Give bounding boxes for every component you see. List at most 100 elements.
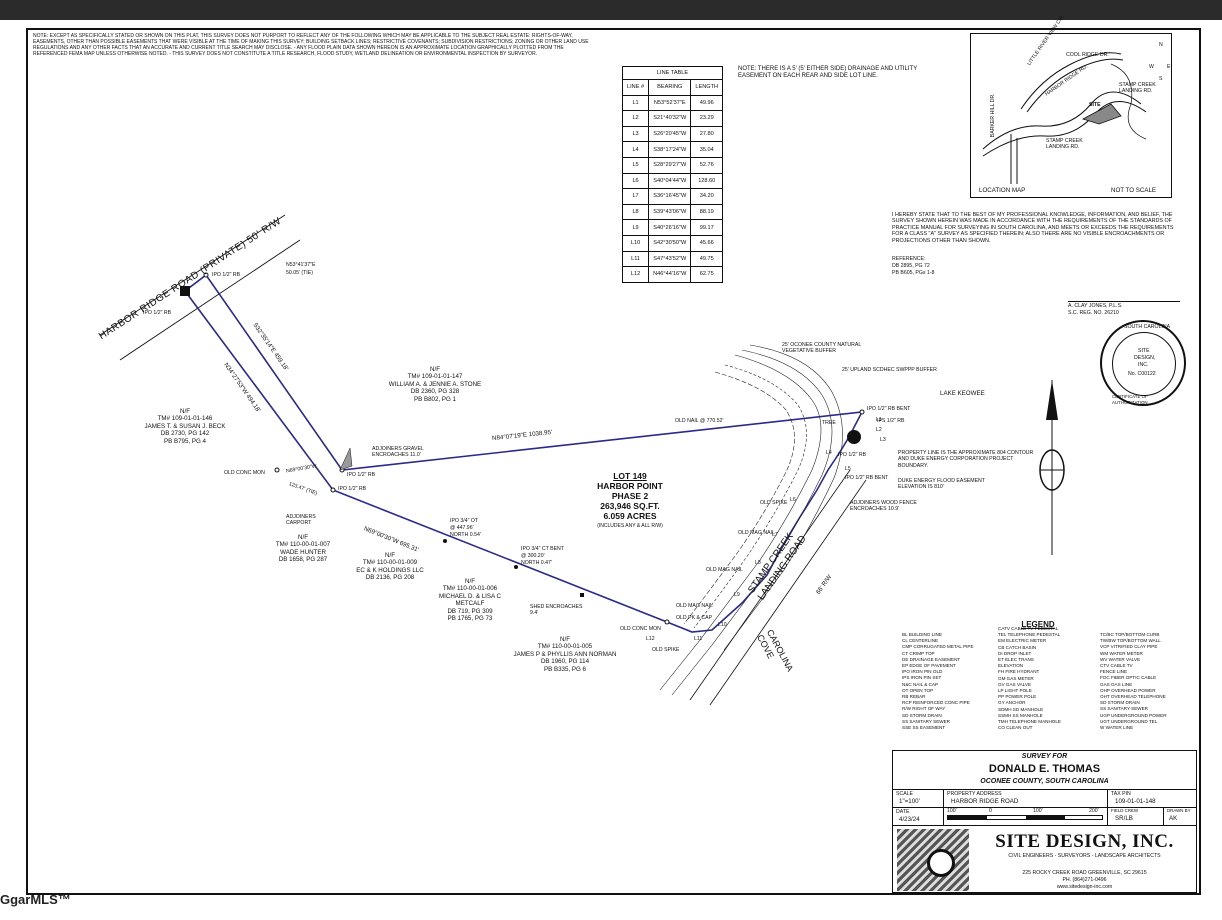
- legend-item: WV WATER VALVE: [1100, 656, 1141, 662]
- owner-name: JAMES P & PHYLLIS ANN NORMAN: [513, 650, 617, 658]
- line-label-l8: L8: [755, 560, 761, 566]
- scale-bar: [947, 815, 1103, 820]
- company-address: 225 ROCKY CREEK ROAD GREENVILLE, SC 2961…: [1022, 870, 1147, 876]
- legend-item: SSE SS EASEMENT: [902, 725, 946, 731]
- field-value: SR/LB: [1115, 815, 1133, 822]
- pin-label-ot-meas: @ 447.96': [450, 525, 474, 531]
- corner-monument-nw: [180, 286, 190, 296]
- pin-label-nw: IPO 1/2" RB: [143, 310, 172, 316]
- legend-item: IPS IRON PIN SET: [902, 675, 942, 681]
- owner-db: DB 1960, PG 114: [540, 658, 590, 666]
- legend-item: DE DRAINAGE EASEMENT: [902, 656, 961, 662]
- address-label: PROPERTY ADDRESS: [947, 791, 1002, 797]
- owner-norman: N/F TM# 110-00-01-005 JAMES P & PHYLLIS …: [505, 636, 625, 673]
- pin-ot: [443, 539, 447, 543]
- tax-label: TAX PIN: [1111, 791, 1131, 797]
- road-edge-south: [119, 239, 301, 361]
- pin-label-ct-meas: @ 300.20': [521, 553, 545, 559]
- owner-status: N/F: [298, 534, 308, 541]
- pin-label-ne-bent: IPO 1/2" RB BENT: [867, 406, 911, 412]
- owner-db: DB 719, PG 309: [447, 607, 493, 615]
- shore-contour-1: [659, 354, 822, 691]
- legend-item: BL BUILDING LINE: [902, 632, 942, 637]
- property-line-note: PROPERTY LINE IS THE APPROXIMATE 804 CON…: [898, 450, 1034, 469]
- site-location-shape: [1081, 103, 1122, 125]
- pin-label-ips: IPS 1/2" RB: [877, 418, 905, 424]
- line-label-l4: L4: [826, 450, 832, 456]
- legend-item: SDMH SD MANHOLE: [998, 706, 1044, 712]
- lot-number: LOT 149: [613, 471, 647, 481]
- location-map-drawing: [982, 52, 1147, 184]
- north-arrow: [1039, 380, 1065, 555]
- road-edge-north: [99, 214, 286, 336]
- legend-item: ELEVATION: [998, 663, 1024, 669]
- scale-bar-1: 0: [989, 808, 992, 814]
- owner-ec-k: N/F TM# 110-00-01-009 EC & K HOLDINGS LL…: [345, 552, 435, 582]
- legend-item: CL CENTERLINE: [902, 638, 939, 644]
- legend-item: SD STORM DRAIN: [1100, 700, 1140, 706]
- line-label-l7: L7: [772, 532, 778, 538]
- buffer-2-note: 25' UPLAND SCDHEC SWPPP BUFFER: [842, 367, 937, 373]
- shore-contour-2: [671, 349, 833, 696]
- pin-label-mag-1: OLD MAG NAIL: [676, 603, 713, 609]
- gravel-encroachment: [339, 447, 353, 471]
- general-note: NOTE: EXCEPT AS SPECIFICALLY STATED OR S…: [33, 33, 589, 57]
- legend-item: GAS GAS LINE: [1100, 681, 1133, 687]
- old-nail-label: OLD NAIL @ 770.52': [675, 418, 724, 424]
- owner-tm: TM# 109-01-01-146: [157, 415, 213, 423]
- company-web: www.sitedesign-inc.com: [1056, 884, 1113, 890]
- date-value: 4/23/24: [899, 816, 920, 823]
- owner-db: DB 2136, PG 208: [365, 574, 415, 582]
- line-label-l9: L9: [734, 592, 740, 598]
- legend-item: FENCE LINE: [1100, 669, 1128, 675]
- owner-name: MICHAEL D. & LISA C METCALF: [438, 592, 501, 608]
- reference-2: PB B605, PGs 1-8: [892, 270, 935, 276]
- legend-title: LEGEND: [1021, 620, 1055, 629]
- seal-line-4: No. C00122: [1128, 371, 1156, 377]
- lot-area-acres: 6.059 ACRES: [603, 511, 657, 521]
- owner-status: N/F: [560, 636, 570, 643]
- legend-item: DI DROP INLET: [998, 650, 1032, 656]
- field-label: FIELD CREW: [1111, 808, 1139, 813]
- survey-for: SURVEY FOR: [1021, 753, 1068, 760]
- legend-item: SSMH SS MANHOLE: [998, 712, 1043, 718]
- tie-bearing: N53°41'37"E: [286, 262, 316, 268]
- scale-value: 1"=100': [899, 798, 920, 805]
- loc-site-label: SITE: [1089, 102, 1101, 108]
- pin-conc-mon: [664, 619, 670, 625]
- line-label-l12: L12: [646, 636, 655, 642]
- certification-note: I HEREBY STATE THAT TO THE BEST OF MY PR…: [892, 212, 1174, 244]
- loc-north: N: [1159, 42, 1163, 48]
- line-label-l11: L11: [694, 636, 703, 642]
- buffer-line-1: [693, 364, 807, 629]
- legend-item: OT OPEN TOP: [902, 687, 934, 693]
- pin-ne: [859, 409, 865, 415]
- company-name: SITE DESIGN, INC.: [995, 831, 1174, 852]
- owner-db: DB 2730, PG 142: [160, 430, 210, 438]
- owner-stone: N/F TM# 109-01-01-147 WILLIAM A. & JENNI…: [380, 366, 490, 403]
- shore-contour-3: [723, 344, 843, 651]
- pin-label-l5-bent: IPO 1/2" RB BENT: [845, 475, 889, 481]
- scale-bar-2: 100': [1033, 808, 1043, 814]
- drawn-label: DRAWN BY: [1167, 808, 1191, 813]
- legend-item: CB CATCH BASIN: [998, 644, 1037, 650]
- line-label-l6: L6: [790, 497, 796, 503]
- loc-south: S: [1159, 76, 1163, 82]
- tree-label: TREE: [822, 420, 836, 426]
- lot-area-note: (INCLUDES ANY & ALL R/W): [597, 523, 663, 529]
- client-name: DONALD E. THOMAS: [988, 763, 1101, 775]
- tie-length: 50.05' (TIE): [286, 270, 313, 276]
- legend-item: UGP UNDERGROUND POWER: [1100, 712, 1167, 718]
- legend-item: SS SANITARY SEWER: [1100, 706, 1148, 712]
- lot-phase: PHASE 2: [611, 491, 649, 501]
- loc-scale-label: NOT TO SCALE: [1111, 187, 1157, 194]
